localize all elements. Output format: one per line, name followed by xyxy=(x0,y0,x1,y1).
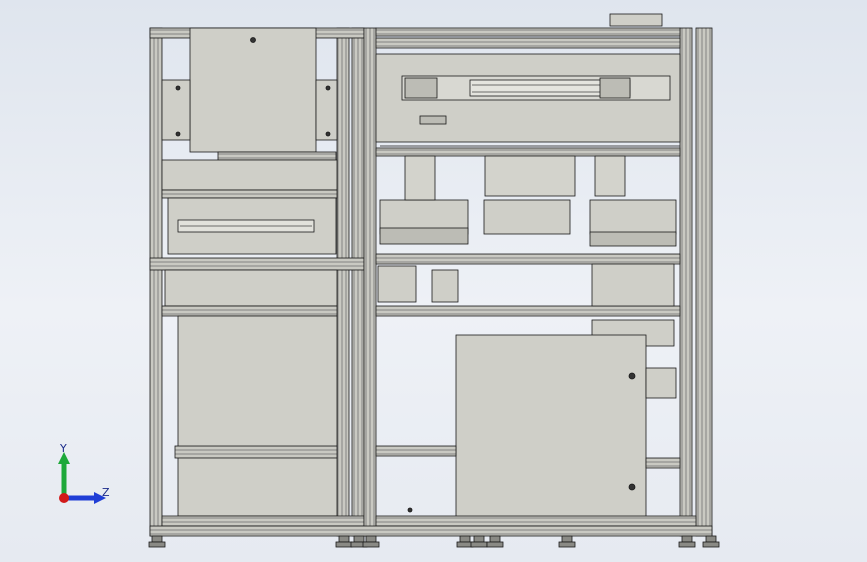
y-axis-label: Y xyxy=(59,442,67,455)
x-axis-dot xyxy=(59,493,69,503)
left-frame-post xyxy=(149,27,163,537)
right-module xyxy=(149,13,713,537)
upper-control-box xyxy=(189,27,317,153)
leveling-feet xyxy=(148,535,720,548)
left-module xyxy=(149,27,413,537)
electrical-cabinet xyxy=(455,334,647,524)
gripper-station-2 xyxy=(483,199,571,235)
right-frame-post xyxy=(695,27,713,537)
center-frame-post-b xyxy=(351,27,365,537)
center-frame-post-a xyxy=(336,27,350,537)
z-axis-label: Z xyxy=(102,486,110,499)
coordinate-triad: Y Z xyxy=(58,442,110,504)
gripper-station-3 xyxy=(589,199,677,235)
lower-cabinet xyxy=(177,315,338,517)
